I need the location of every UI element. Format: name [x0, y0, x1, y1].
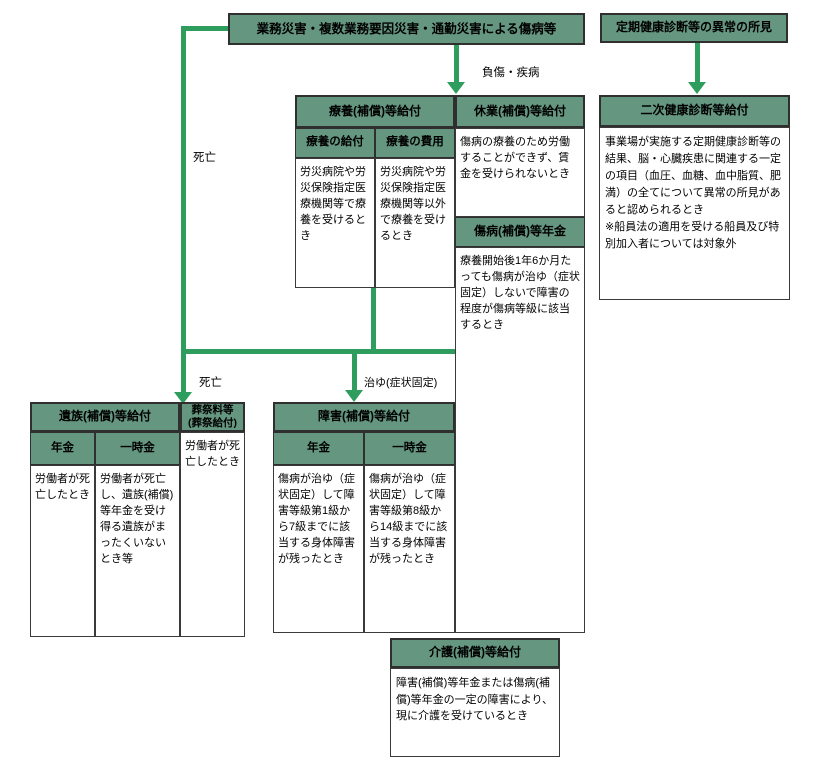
death-line-vertical — [181, 26, 186, 392]
sosai-benefit-body: 労働者が死亡したとき — [180, 432, 245, 637]
shogai-col-nenkin-header: 年金 — [273, 432, 364, 465]
checkup-source-box: 定期健康診断等の異常の所見 — [600, 13, 788, 43]
shogai-col-ichijikin-body: 傷病が治ゆ（症状固定）して障害等級第8級から14級までに該当する身体障害が残った… — [364, 465, 455, 633]
checkup-arrowhead-icon — [688, 82, 706, 94]
niji-kenshin-header: 二次健康診断等給付 — [599, 95, 790, 127]
death-arrowhead-icon — [174, 392, 192, 404]
ryoyo-col-kyufu-body: 労災病院や労災保険指定医療機関等で療養を受けるとき — [295, 158, 375, 288]
sosai-benefit-header: 葬祭料等 (葬祭給付) — [180, 402, 245, 432]
izoku-col-nenkin-body: 労働者が死亡したとき — [30, 465, 95, 637]
connector-line-horizontal — [181, 349, 455, 354]
kyugyo-benefit-body: 傷病の療養のため労働することができず、賃金を受けられないとき — [455, 128, 585, 217]
recovery-arrowhead-icon — [345, 390, 363, 402]
niji-kenshin-body: 事業場が実施する定期健康診断等の結果、脳・心臓疾患に関連する一定の項目（血圧、血… — [599, 127, 790, 300]
ryoyo-drop-line — [371, 288, 376, 349]
ryoyo-col-hiyo-header: 療養の費用 — [375, 128, 455, 158]
shobyo-nenkin-header: 傷病(補償)等年金 — [455, 217, 585, 247]
shogai-benefit-header: 障害(補償)等給付 — [273, 402, 455, 432]
ryoyo-benefit-header: 療養(補償)等給付 — [295, 95, 455, 128]
injury-arrowhead-icon — [447, 82, 465, 94]
injury-illness-label: 負傷・疾病 — [482, 67, 540, 79]
izoku-benefit-header: 遺族(補償)等給付 — [30, 402, 180, 432]
recovery-label: 治ゆ(症状固定) — [364, 377, 438, 389]
shogai-col-nenkin-body: 傷病が治ゆ（症状固定）して障害等級第1級から7級までに該当する身体障害が残ったと… — [273, 465, 364, 633]
izoku-col-ichijikin-body: 労働者が死亡し、遺族(補償)等年金を受け得る遺族がまったくいないとき等 — [95, 465, 180, 637]
work-injury-source-box: 業務災害・複数業務要因災害・通勤災害による傷病等 — [228, 13, 585, 45]
death-label-bottom: 死亡 — [199, 377, 222, 389]
niji-kenshin-body-text: 事業場が実施する定期健康診断等の結果、脳・心臓疾患に関連する一定の項目（血圧、血… — [605, 136, 781, 217]
sosai-header-line2: (葬祭給付) — [188, 417, 237, 429]
injury-arrow-line — [454, 45, 459, 82]
niji-kenshin-note: ※船員法の適用を受ける船員及び特別加入者については対象外 — [605, 221, 780, 251]
ryoyo-col-kyufu-header: 療養の給付 — [295, 128, 375, 158]
kaigo-benefit-header: 介護(補償)等給付 — [390, 638, 560, 668]
recovery-arrow-line — [352, 349, 357, 390]
izoku-col-ichijikin-header: 一時金 — [95, 432, 180, 465]
death-line-horizontal — [181, 26, 228, 31]
shobyo-nenkin-body: 療養開始後1年6か月たっても傷病が治ゆ（症状固定）しないで障害の程度が傷病等級に… — [455, 247, 585, 633]
sosai-header-line1: 葬祭料等 — [191, 404, 234, 417]
kyugyo-benefit-header: 休業(補償)等給付 — [455, 95, 585, 128]
ryoyo-col-hiyo-body: 労災病院や労災保険指定医療機関等以外で療養を受けるとき — [375, 158, 455, 288]
shogai-col-ichijikin-header: 一時金 — [364, 432, 455, 465]
death-label-top: 死亡 — [193, 152, 216, 164]
checkup-arrow-line — [695, 43, 700, 82]
izoku-col-nenkin-header: 年金 — [30, 432, 95, 465]
kaigo-benefit-body: 障害(補償)等年金または傷病(補償)等年金の一定の障害により、現に介護を受けてい… — [390, 668, 560, 757]
